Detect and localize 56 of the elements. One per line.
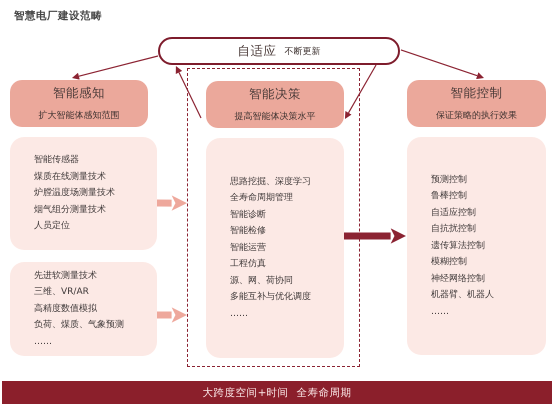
box-subtitle: 扩大智能体感知范围 [38,110,120,122]
list-item: 预测控制 [431,174,468,187]
arrow [176,66,202,118]
arrow [400,49,484,80]
list-item: 思路挖掘、深度学习 [230,176,312,189]
list-item: 全寿命周期管理 [230,192,294,206]
list-item: 鲁棒控制 [431,190,468,204]
list-item: 遗传算法控制 [431,240,486,253]
list-item: …… [431,306,450,319]
block-arrow [156,195,187,211]
list-item: 多能互补与优化调度 [230,290,312,304]
list-item: 工程仿真 [230,258,267,272]
header-box [407,80,546,127]
band-text: 大跨度空间+时间 [202,386,288,400]
header-box [206,81,344,128]
box-title: 智能感知 [53,85,105,102]
box-subtitle: 提高智能体决策水平 [234,110,316,123]
list-box [10,137,157,250]
list-item: 负荷、煤质、气象预测 [34,318,125,332]
block-arrow [343,228,406,244]
list-item: 自适应控制 [431,206,477,220]
block-arrow [157,307,187,323]
arrow [72,55,158,80]
footer-band [2,381,552,404]
list-item: 模糊控制 [431,256,468,270]
list-item: 炉膛温度场测量技术 [34,186,116,200]
band-text: 全寿命周期 [296,386,352,400]
list-item: 智能检修 [230,224,267,238]
list-item: …… [34,336,53,349]
list-item: 智能运营 [230,242,267,255]
list-item: 高精度数值模拟 [34,302,98,316]
dashed-frame [187,68,360,367]
list-item: 机器臂、机器人 [431,288,495,302]
list-item: …… [230,308,249,321]
box-title: 智能决策 [249,86,301,103]
list-item: 人员定位 [34,220,71,234]
box-title: 智能控制 [450,85,502,102]
diagram-title: 智慧电厂建设范畴 [14,9,102,23]
list-item: 源、网、荷协同 [230,274,294,288]
list-item: 烟气组分测量技术 [34,204,107,217]
rounded-box [158,37,400,65]
list-item: 智能传感器 [34,154,80,168]
list-item: 煤质在线测量技术 [34,170,107,184]
list-item: 自抗扰控制 [431,222,477,236]
list-box [407,137,546,355]
list-box [10,262,157,356]
list-item: 先进软测量技术 [34,270,98,283]
header-box [10,80,148,127]
box-note: 不断更新 [284,46,320,58]
list-item: 智能诊断 [230,208,267,222]
list-item: 三维、VR/AR [34,286,90,300]
box-subtitle: 保证策略的执行效果 [436,110,517,122]
list-item: 神经网络控制 [431,272,486,286]
arrow [344,64,377,119]
list-box [206,138,344,358]
box-title: 自适应 [238,42,276,60]
